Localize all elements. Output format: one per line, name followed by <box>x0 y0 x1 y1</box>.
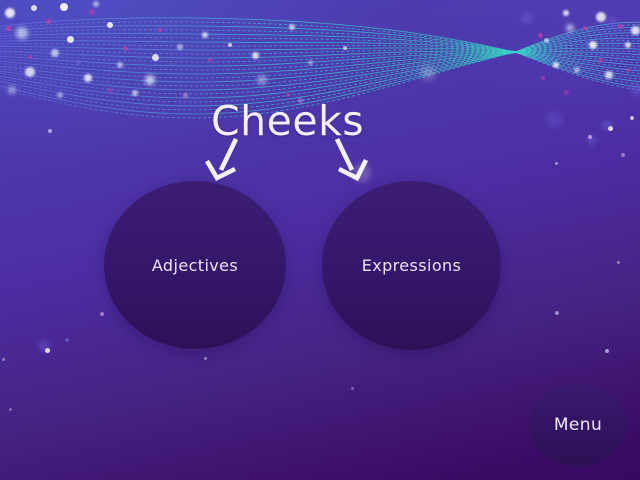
bokeh-dot <box>421 66 435 80</box>
topic-label-adjectives: Adjectives <box>151 255 239 275</box>
bokeh-dot <box>28 55 32 59</box>
bokeh-dot <box>631 84 640 96</box>
bokeh-dot <box>563 10 569 16</box>
bokeh-dot <box>521 12 533 24</box>
bokeh-dot <box>616 260 620 264</box>
menu-button[interactable]: Menu <box>529 384 627 466</box>
bokeh-dot <box>541 76 545 80</box>
bokeh-dot <box>630 25 640 35</box>
bokeh-dot <box>65 338 69 342</box>
bokeh-dot <box>251 51 259 59</box>
bokeh-dot <box>553 62 559 68</box>
bokeh-dot <box>5 8 15 18</box>
bokeh-dot <box>93 1 99 7</box>
bokeh-dot <box>602 120 612 130</box>
bokeh-dot <box>8 407 12 411</box>
bokeh-dot <box>307 59 313 65</box>
bokeh-dot <box>177 44 183 50</box>
bokeh-dot <box>75 59 81 65</box>
bokeh-dot <box>353 164 371 182</box>
bokeh-dot <box>589 41 597 49</box>
bokeh-dot <box>51 49 59 57</box>
bokeh-dot <box>566 24 574 32</box>
bokeh-dot <box>350 386 354 390</box>
bokeh-dot <box>5 25 11 31</box>
bokeh-dot <box>630 116 634 120</box>
bokeh-dot <box>60 3 68 11</box>
bokeh-dot <box>607 125 613 131</box>
bokeh-dot <box>122 45 128 51</box>
bokeh-dot <box>66 35 74 43</box>
topic-label-expressions: Expressions <box>361 256 462 275</box>
bokeh-dot <box>208 58 212 62</box>
bokeh-dot <box>145 75 155 85</box>
bokeh-dot <box>158 28 162 32</box>
bokeh-dot <box>289 24 295 30</box>
bokeh-dot <box>31 5 37 11</box>
menu-button-label: Menu <box>553 415 603 435</box>
bokeh-dot <box>25 67 35 77</box>
topic-circle-adjectives[interactable]: Adjectives <box>104 181 286 349</box>
topic-circle-expressions[interactable]: Expressions <box>322 181 501 350</box>
bokeh-dot <box>132 90 138 96</box>
bokeh-dot <box>84 74 92 82</box>
bokeh-dot <box>574 67 580 73</box>
bokeh-dot <box>554 161 558 165</box>
page-title: Cheeks <box>211 97 365 145</box>
bokeh-dot <box>597 57 603 63</box>
bokeh-dot <box>543 37 549 43</box>
bokeh-dot <box>117 62 123 68</box>
bokeh-dot <box>596 12 606 22</box>
bokeh-dot <box>625 42 631 48</box>
bokeh-dot <box>8 86 16 94</box>
bokeh-dot <box>1 357 5 361</box>
bokeh-dot <box>617 23 623 29</box>
bokeh-dot <box>563 89 569 95</box>
bokeh-dot <box>343 46 347 50</box>
bokeh-dot <box>607 17 617 27</box>
bokeh-dot <box>16 27 28 39</box>
bokeh-dot <box>228 43 232 47</box>
bokeh-dot <box>202 32 208 38</box>
bokeh-dot <box>587 135 597 145</box>
bokeh-dot <box>57 92 63 98</box>
bokeh-dot <box>45 18 51 24</box>
bokeh-dot <box>100 312 104 316</box>
bokeh-dot <box>588 135 592 139</box>
bokeh-dot <box>583 26 587 30</box>
bokeh-dot <box>38 340 50 352</box>
bokeh-dot <box>107 87 113 93</box>
bokeh-dot <box>257 75 267 85</box>
bokeh-dot <box>605 349 609 353</box>
bokeh-dot <box>537 32 543 38</box>
bokeh-dot <box>107 22 113 28</box>
bokeh-dot <box>151 53 159 61</box>
bokeh-dot <box>546 112 562 128</box>
bokeh-dot <box>44 347 50 353</box>
bokeh-dot <box>605 71 613 79</box>
bokeh-dot <box>555 311 559 315</box>
bokeh-dot <box>621 153 625 157</box>
bokeh-dot <box>626 68 630 72</box>
bokeh-dot <box>89 9 95 15</box>
bokeh-dot <box>182 92 188 98</box>
bokeh-dot <box>203 356 207 360</box>
bokeh-dot <box>48 129 52 133</box>
